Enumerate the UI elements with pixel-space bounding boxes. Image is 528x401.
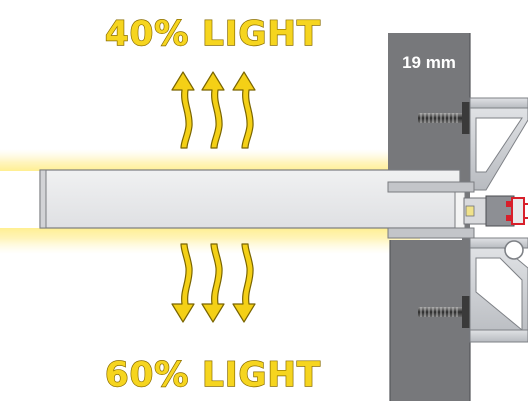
- light-glow-top: [0, 149, 420, 171]
- thickness-label: 19 mm: [402, 53, 456, 72]
- bottom-light-label: 60% LIGHT: [105, 355, 321, 395]
- upper-board-panel: [388, 33, 470, 188]
- wavy-up-arrow-icon: [171, 71, 195, 149]
- wavy-down-arrow-icon: [201, 243, 225, 323]
- light-glow-bottom: [0, 228, 420, 254]
- rail-bottom: [387, 227, 475, 239]
- light-bar: [39, 169, 461, 229]
- connector-icon: [463, 195, 528, 227]
- wavy-up-arrow-icon: [232, 71, 256, 149]
- wavy-down-arrow-icon: [232, 243, 256, 323]
- rail-top: [387, 181, 475, 193]
- lower-board: [390, 240, 470, 401]
- screw-icon: [418, 296, 470, 328]
- top-light-label: 40% LIGHT: [105, 14, 321, 54]
- aluminum-profile: [469, 97, 528, 343]
- wavy-down-arrow-icon: [171, 243, 195, 323]
- screw-icon: [418, 102, 470, 134]
- wavy-up-arrow-icon: [201, 71, 225, 149]
- light-bar-endcap: [39, 169, 47, 229]
